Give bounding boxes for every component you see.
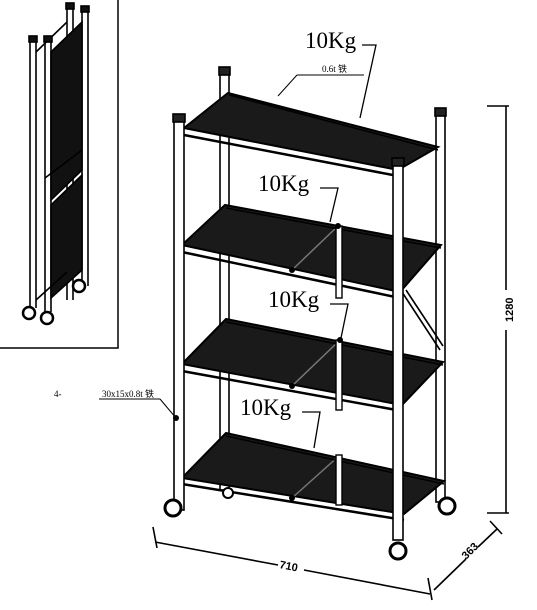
- shelf-material-label: 0.6t 铁: [322, 63, 347, 74]
- shelf-1: [181, 91, 441, 172]
- shelf-3: [179, 317, 445, 407]
- caster-front-left: [163, 498, 183, 518]
- annotations: 10Kg 0.6t 铁 10Kg 10Kg 10Kg 4- 30x15x0.8t…: [54, 28, 377, 449]
- dimensions: [152, 105, 509, 601]
- main-rack: [163, 66, 457, 561]
- load-label-2: 10Kg: [258, 171, 310, 196]
- folded-rack-drawing: [28, 2, 90, 312]
- back-right-upright: [434, 107, 447, 503]
- caster-front-right: [388, 541, 408, 561]
- center-supports: [335, 225, 343, 506]
- caster-back-right: [437, 496, 457, 516]
- folded-rack-inset: [0, 0, 119, 349]
- load-label-top: 10Kg: [305, 28, 357, 53]
- side-brace: [401, 289, 444, 351]
- front-left-upright: [172, 113, 186, 511]
- folded-rack-wheels: [21, 278, 87, 326]
- caster-back-left: [222, 487, 234, 499]
- shelves: [179, 91, 447, 522]
- casters: [163, 487, 457, 561]
- width-dimension: 710: [278, 559, 298, 574]
- shelf-2: [179, 203, 443, 294]
- tube-spec-label: 30x15x0.8t 铁: [102, 388, 154, 399]
- depth-dimension: 363: [460, 541, 481, 562]
- height-dimension: 1280: [504, 298, 516, 322]
- load-label-4: 10Kg: [240, 395, 292, 420]
- tube-count-label: 4-: [54, 389, 62, 399]
- front-right-upright: [391, 157, 405, 541]
- shelf-4: [179, 431, 447, 516]
- load-label-3: 10Kg: [268, 287, 320, 312]
